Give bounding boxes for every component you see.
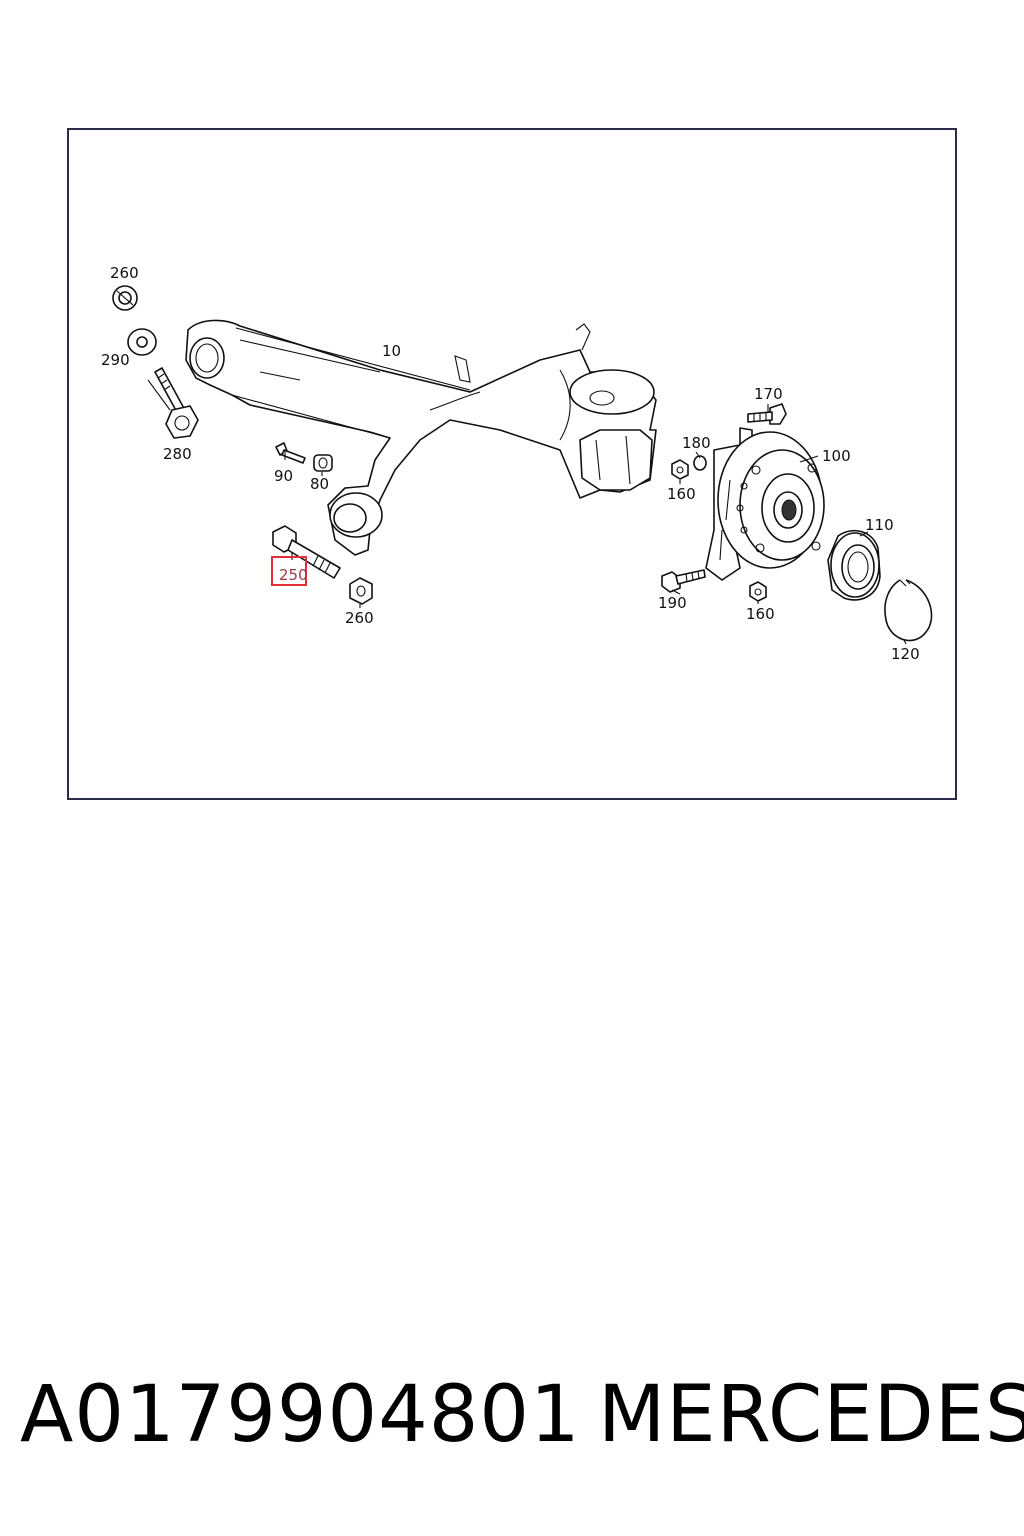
part-110-bearing[interactable] (827, 529, 881, 601)
part-80-bush[interactable] (313, 454, 333, 472)
leader-lines (147, 379, 907, 645)
callout-10: 10 (382, 342, 401, 360)
callout-120: 120 (891, 645, 920, 663)
part-120-circlip[interactable] (884, 579, 933, 642)
footer: A0179904801 MERCEDES (20, 1370, 1024, 1470)
part-250-bolt[interactable] (272, 525, 341, 579)
part-160-nut-lower[interactable] (749, 581, 767, 602)
highlight-box-250 (271, 556, 307, 586)
callout-260-top: 260 (110, 264, 139, 282)
part-160-nut-upper[interactable] (671, 459, 689, 480)
part-290-washer[interactable] (127, 328, 157, 356)
part-260-nut-top[interactable] (112, 285, 138, 311)
part-10-axle-beam[interactable] (185, 319, 657, 556)
callout-100: 100 (822, 447, 851, 465)
callout-260-bottom: 260 (345, 609, 374, 627)
part-number: A0179904801 (20, 1370, 581, 1460)
callout-190: 190 (658, 594, 687, 612)
callout-160-lower: 160 (746, 605, 775, 623)
callout-290: 290 (101, 351, 130, 369)
part-180-washer[interactable] (693, 455, 707, 471)
callout-90: 90 (274, 467, 293, 485)
exploded-parts-diagram: 260 290 280 10 90 80 250 260 170 180 100… (101, 264, 933, 663)
part-260-nut-bottom[interactable] (349, 577, 373, 605)
part-190-bolt[interactable] (661, 569, 706, 593)
part-100-hub-carrier[interactable] (705, 427, 825, 581)
callout-280: 280 (163, 445, 192, 463)
brand-name: MERCEDES (598, 1370, 1024, 1460)
callout-110: 110 (865, 516, 894, 534)
callout-170: 170 (754, 385, 783, 403)
callout-250: 250 (279, 566, 308, 584)
callout-160-upper: 160 (667, 485, 696, 503)
callout-80: 80 (310, 475, 329, 493)
callout-180: 180 (682, 434, 711, 452)
part-90-bolt[interactable] (275, 442, 306, 464)
part-280-bolt[interactable] (154, 367, 199, 439)
diagram-frame (67, 128, 957, 800)
part-170-bolt[interactable] (747, 403, 787, 425)
